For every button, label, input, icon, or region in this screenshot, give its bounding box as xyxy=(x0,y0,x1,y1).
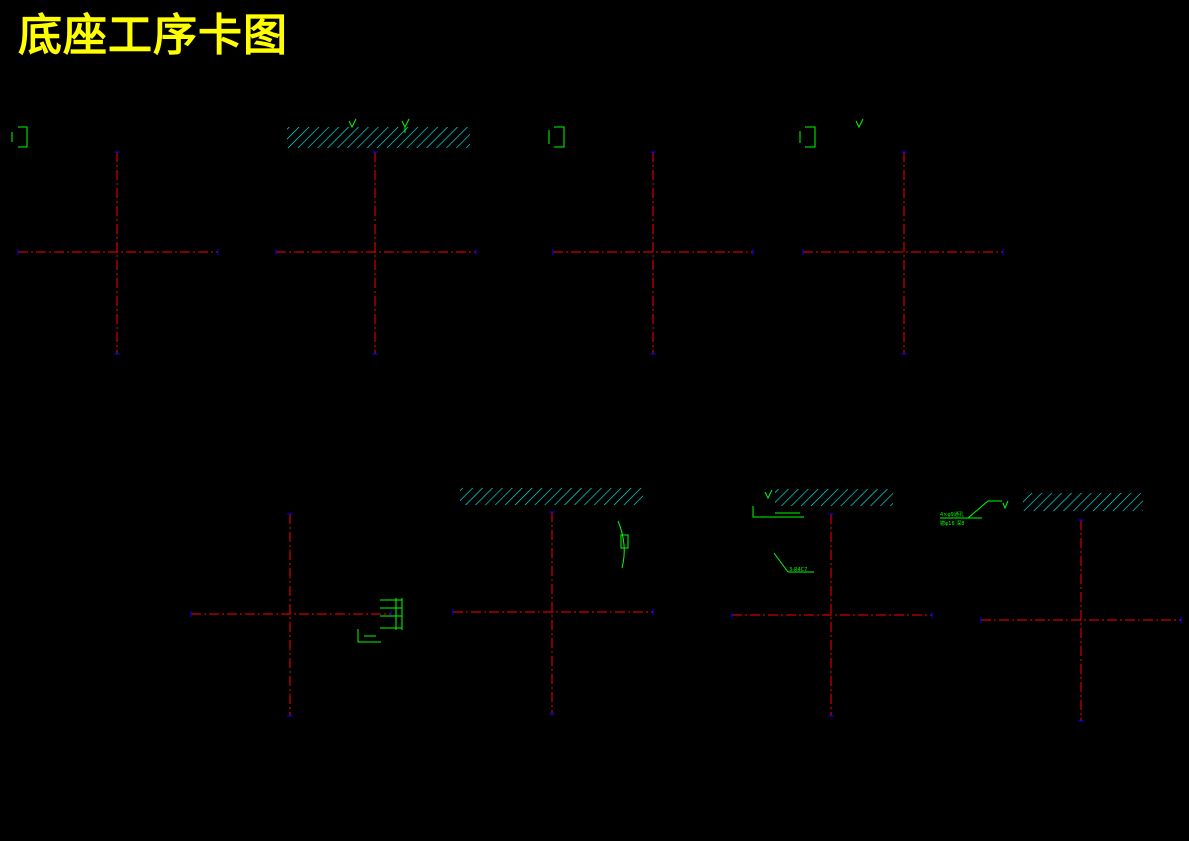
tool-hatch xyxy=(775,489,893,506)
centerline-tips xyxy=(17,151,219,355)
centerline-tips xyxy=(731,513,933,717)
centerline-cross xyxy=(276,152,476,354)
tool-hatch xyxy=(287,127,470,148)
leader-line xyxy=(940,500,1009,519)
view-6 xyxy=(452,488,654,715)
centerline-tips xyxy=(980,519,1182,722)
centerline-cross xyxy=(18,152,218,354)
view-4 xyxy=(799,118,1004,355)
dimension-mark xyxy=(11,126,28,148)
roughness-mark xyxy=(348,118,410,133)
centerline-cross xyxy=(981,520,1181,721)
centerline-tips xyxy=(190,513,392,717)
view-1 xyxy=(11,126,219,355)
view-7: 3-R4C7 xyxy=(731,489,933,717)
dimension-mark xyxy=(799,118,864,148)
arc-dimension xyxy=(617,520,629,569)
centerline-cross xyxy=(732,514,932,716)
centerline-tips xyxy=(802,151,1004,355)
centerline-cross xyxy=(803,152,1003,354)
centerline-cross xyxy=(191,514,391,716)
note-holes-line2: 锪φ16 深8 xyxy=(940,520,964,527)
centerline-cross xyxy=(453,512,653,714)
tool-hatch xyxy=(1023,493,1143,511)
tool-hatch xyxy=(460,488,643,505)
view-8: 4×φ9通孔 锪φ16 深8 xyxy=(940,493,1182,722)
note-holes-line1: 4×φ9通孔 xyxy=(940,511,964,518)
centerline-tips xyxy=(452,511,654,715)
drawing-title: 底座工序卡图 xyxy=(18,10,288,61)
centerline-cross xyxy=(553,152,753,354)
dimension-mark xyxy=(548,126,565,148)
dimension-stack xyxy=(357,598,403,643)
view-2 xyxy=(275,118,477,355)
dimension-mark xyxy=(752,489,814,573)
note-radius: 3-R4C7 xyxy=(789,567,807,573)
centerline-tips xyxy=(275,151,477,355)
view-5 xyxy=(190,513,403,717)
centerline-tips xyxy=(552,151,754,355)
view-3 xyxy=(548,126,754,355)
